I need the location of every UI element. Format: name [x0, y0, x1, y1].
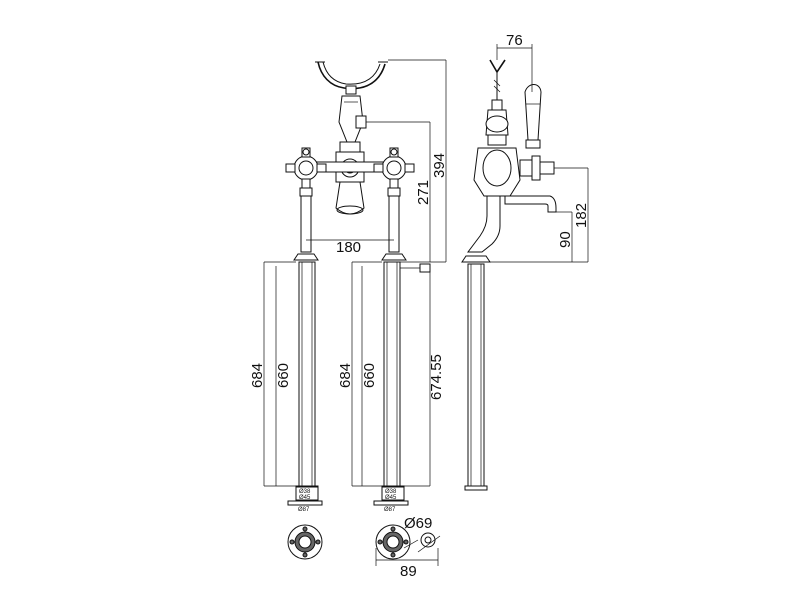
dim-side-height: 182 [573, 203, 590, 228]
dim-side-spout: 90 [557, 231, 574, 248]
dim-leg-total: 674.55 [428, 354, 445, 400]
left-d1-label: Ø38 [299, 489, 311, 495]
left-leg [287, 261, 323, 506]
dim-mid-inner: 660 [361, 363, 378, 388]
mid-d2-label: Ø45 [385, 495, 397, 501]
dim-base-span: 89 [400, 563, 417, 580]
side-view [461, 59, 557, 491]
left-flange-plan [287, 524, 323, 560]
right-cross-handle [373, 147, 415, 189]
dim-body-height: 271 [415, 180, 432, 205]
dim-centres: 180 [336, 239, 361, 256]
front-view [285, 61, 415, 261]
mid-d1-label: Ø38 [385, 489, 397, 495]
middle-flange-plan [375, 524, 441, 566]
left-cross-handle [285, 147, 327, 189]
dim-top-width: 76 [506, 32, 523, 49]
mid-base-label: Ø87 [384, 507, 396, 513]
dim-left-inner: 660 [275, 363, 292, 388]
dim-left-outer: 684 [249, 363, 266, 388]
dim-flange-dia: Ø69 [404, 515, 432, 532]
middle-leg [373, 261, 409, 506]
dimension-lines [263, 44, 589, 487]
left-base-label: Ø87 [298, 507, 310, 513]
middle-foot-labels: Ø38 Ø45 Ø87 [381, 486, 405, 513]
dim-spout-height: 394 [431, 153, 448, 178]
dim-mid-outer: 684 [337, 363, 354, 388]
left-foot-labels: Ø38 Ø45 Ø87 [295, 486, 319, 513]
left-d2-label: Ø45 [299, 495, 311, 501]
